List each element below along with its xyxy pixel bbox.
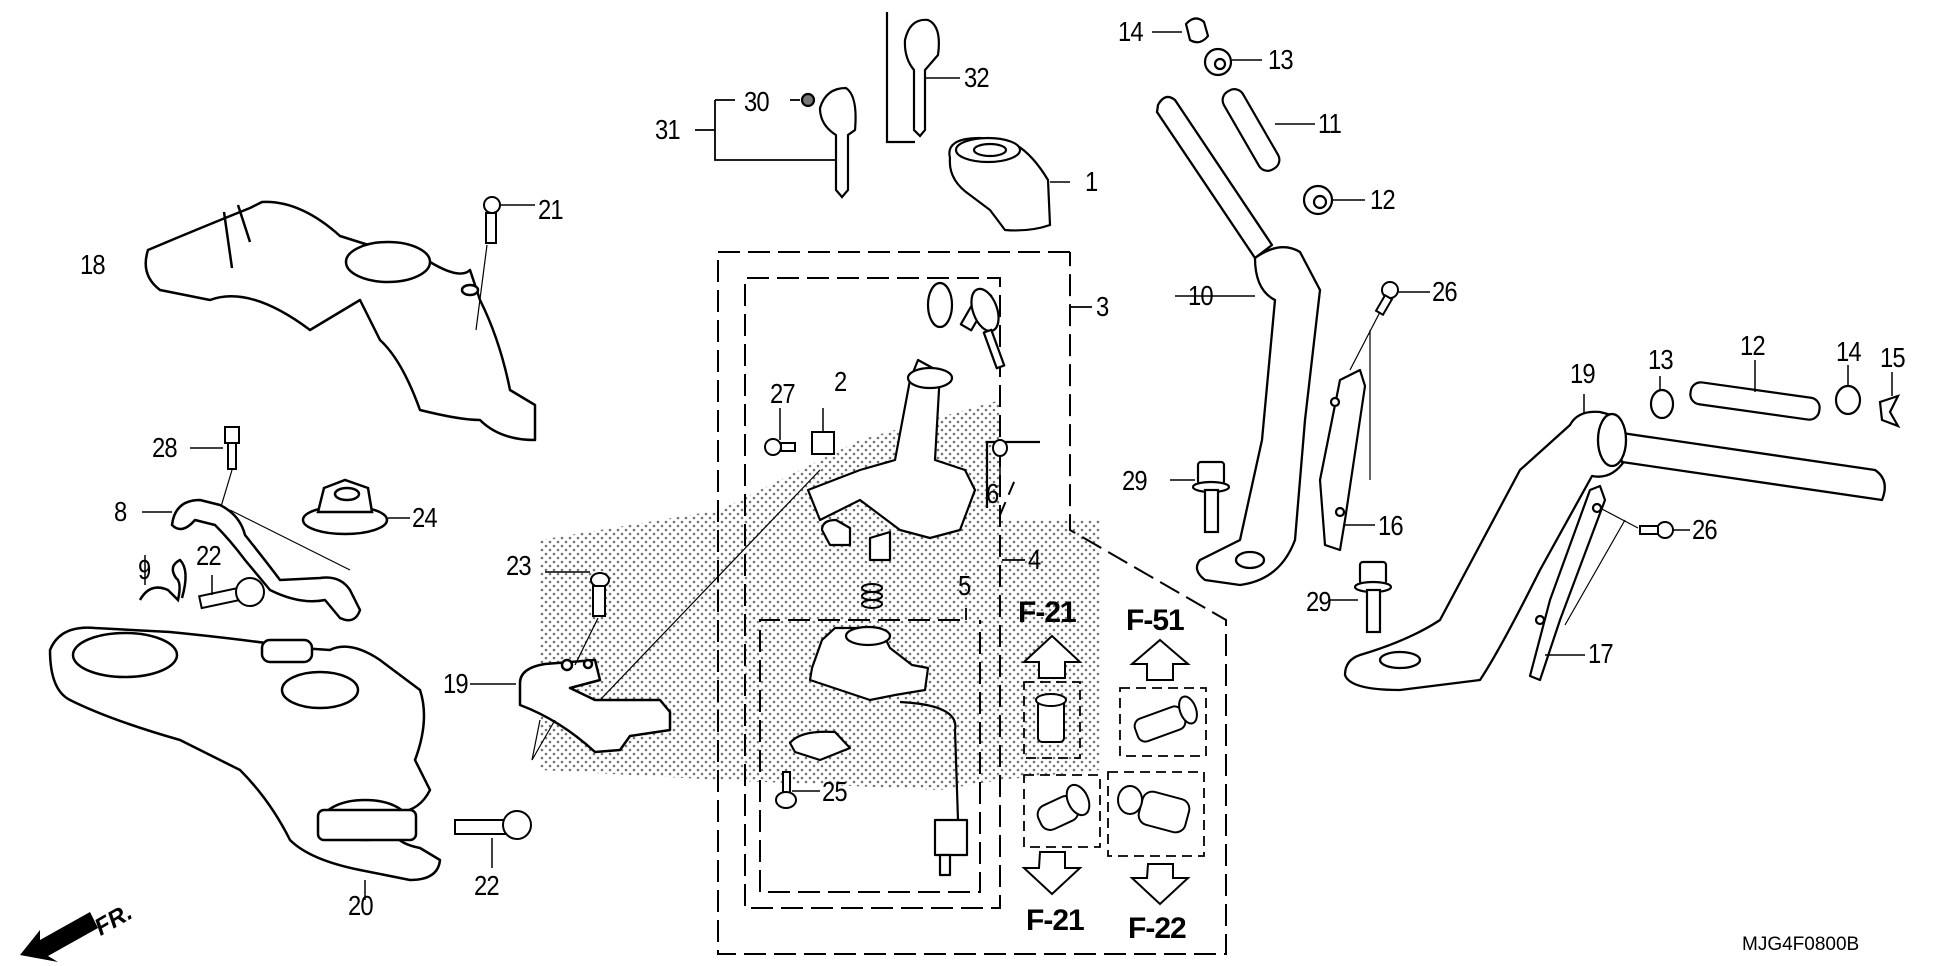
front-direction-arrow xyxy=(20,912,98,962)
master-key-32[interactable] xyxy=(885,12,960,144)
callout-28[interactable]: 28 xyxy=(152,432,178,463)
f51-up-arrow[interactable] xyxy=(1129,638,1191,681)
f21-down-arrow[interactable] xyxy=(1021,851,1083,896)
callout-31[interactable]: 31 xyxy=(655,114,681,145)
callout-5[interactable]: 5 xyxy=(958,570,971,601)
stem-nut-24[interactable] xyxy=(301,478,410,536)
bracket-31 xyxy=(695,99,835,161)
callout-22-lower[interactable]: 22 xyxy=(474,870,500,901)
rubber-mount-12-lower[interactable] xyxy=(1649,376,1675,420)
callout-2[interactable]: 2 xyxy=(834,366,847,397)
ignition-bracket-18[interactable] xyxy=(470,469,821,761)
key-cylinder-cover-1[interactable] xyxy=(948,136,1070,232)
cylinder-box-f51 xyxy=(1119,687,1207,757)
left-handlebar-10[interactable] xyxy=(1155,95,1322,587)
callout-30[interactable]: 30 xyxy=(744,86,770,117)
callout-21[interactable]: 21 xyxy=(538,194,564,225)
bolt-28[interactable] xyxy=(190,426,240,511)
callout-17[interactable]: 18 xyxy=(80,249,106,280)
collar-13-lower[interactable] xyxy=(1834,365,1862,416)
callout-12-upper[interactable]: 12 xyxy=(1370,184,1396,215)
bar-end-weight-upper[interactable] xyxy=(1219,86,1315,175)
callout-3[interactable]: 3 xyxy=(1096,291,1109,322)
right-handlebar-19[interactable] xyxy=(1343,394,1886,692)
callout-24[interactable]: 24 xyxy=(412,502,438,533)
callout-27[interactable]: 27 xyxy=(770,378,796,409)
screw-26-upper[interactable] xyxy=(1349,281,1430,480)
blank-key-31[interactable] xyxy=(800,86,857,199)
f22-down-arrow[interactable] xyxy=(1129,863,1191,906)
screw-26-lower[interactable] xyxy=(1564,507,1690,626)
callout-13-upper[interactable]: 13 xyxy=(1268,44,1294,75)
callout-32[interactable]: 32 xyxy=(964,62,990,93)
bar-end-weight-lower[interactable] xyxy=(1689,360,1821,421)
cable-guide-15[interactable] xyxy=(1318,368,1375,552)
callout-14-lower[interactable]: 15 xyxy=(1880,342,1906,373)
wire-clamp-bracket[interactable] xyxy=(142,498,362,622)
callout-26-lower[interactable]: 26 xyxy=(1692,514,1718,545)
screw-27[interactable] xyxy=(764,408,796,456)
callout-8[interactable]: 8 xyxy=(114,496,127,527)
callout-29-upper[interactable]: 29 xyxy=(1122,465,1148,496)
tapping-screw-25[interactable] xyxy=(775,771,820,809)
callout-11-upper[interactable]: 11 xyxy=(1318,108,1342,139)
callout-22-upper[interactable]: 22 xyxy=(196,540,222,571)
top-bridge-20[interactable] xyxy=(48,626,442,900)
callout-4[interactable]: 4 xyxy=(1028,544,1041,575)
ignition-switch-body[interactable] xyxy=(806,281,1006,562)
collar-13-upper[interactable] xyxy=(1203,47,1262,77)
rubber-mount-12-upper[interactable] xyxy=(1302,184,1365,216)
group-box-5 xyxy=(759,619,981,893)
callout-20[interactable]: 20 xyxy=(348,890,374,921)
callout-23[interactable]: 23 xyxy=(506,550,532,581)
flange-bolt-29-upper[interactable] xyxy=(1170,460,1231,534)
bolt-22-upper[interactable] xyxy=(198,575,265,610)
flange-bolt-29-lower[interactable] xyxy=(1330,560,1393,634)
cable-guide-16[interactable] xyxy=(1528,484,1607,682)
top-bridge-cover[interactable] xyxy=(144,200,537,442)
callout-29-lower[interactable]: 29 xyxy=(1306,586,1332,617)
callout-14-upper[interactable]: 14 xyxy=(1118,16,1144,47)
callout-9[interactable]: 9 xyxy=(138,554,151,585)
f21-up-arrow[interactable] xyxy=(1021,634,1083,679)
cylinder-box-f22 xyxy=(1107,771,1205,857)
callout-15[interactable]: 16 xyxy=(1378,510,1404,541)
spring xyxy=(861,583,883,609)
callout-6[interactable]: 6 xyxy=(986,478,999,509)
figure-ref-f51[interactable]: F-51 xyxy=(1126,604,1185,637)
cylinder-parts xyxy=(1035,693,1198,834)
clip-2[interactable] xyxy=(811,408,835,455)
figure-ref-f22[interactable]: F-22 xyxy=(1128,912,1187,945)
callout-19[interactable]: 19 xyxy=(1570,358,1596,389)
callout-1[interactable]: 1 xyxy=(1085,166,1098,197)
figure-ref-f21-bottom[interactable]: F-21 xyxy=(1026,904,1085,937)
callout-10[interactable]: 10 xyxy=(1188,280,1214,311)
group-box-3 xyxy=(717,251,1227,955)
cylinder-box-f21-bottom xyxy=(1023,774,1101,848)
callout-11-lower[interactable]: 12 xyxy=(1740,330,1766,361)
callout-12-lower[interactable]: 13 xyxy=(1648,344,1674,375)
cylinder-box-f21-top xyxy=(1023,681,1081,759)
grommet-6[interactable] xyxy=(985,439,1040,508)
switch-base-5[interactable] xyxy=(788,625,969,877)
clip-9[interactable] xyxy=(138,555,187,603)
figure-ref-f21-top[interactable]: F-21 xyxy=(1018,596,1077,629)
diagram-code: MJG4F0800B xyxy=(1742,934,1860,955)
screw-21[interactable] xyxy=(475,196,535,331)
callout-13-lower[interactable]: 14 xyxy=(1836,336,1862,367)
bolt-23[interactable] xyxy=(545,571,610,666)
group-box-4 xyxy=(744,277,1001,909)
bolt-22-lower[interactable] xyxy=(454,810,532,868)
callout-25[interactable]: 25 xyxy=(822,776,848,807)
clip-14-upper[interactable] xyxy=(1152,17,1210,44)
clip-14-lower[interactable] xyxy=(1878,372,1901,429)
callout-18[interactable]: 19 xyxy=(443,668,469,699)
callout-16[interactable]: 17 xyxy=(1588,638,1614,669)
callout-26-upper[interactable]: 26 xyxy=(1432,276,1458,307)
